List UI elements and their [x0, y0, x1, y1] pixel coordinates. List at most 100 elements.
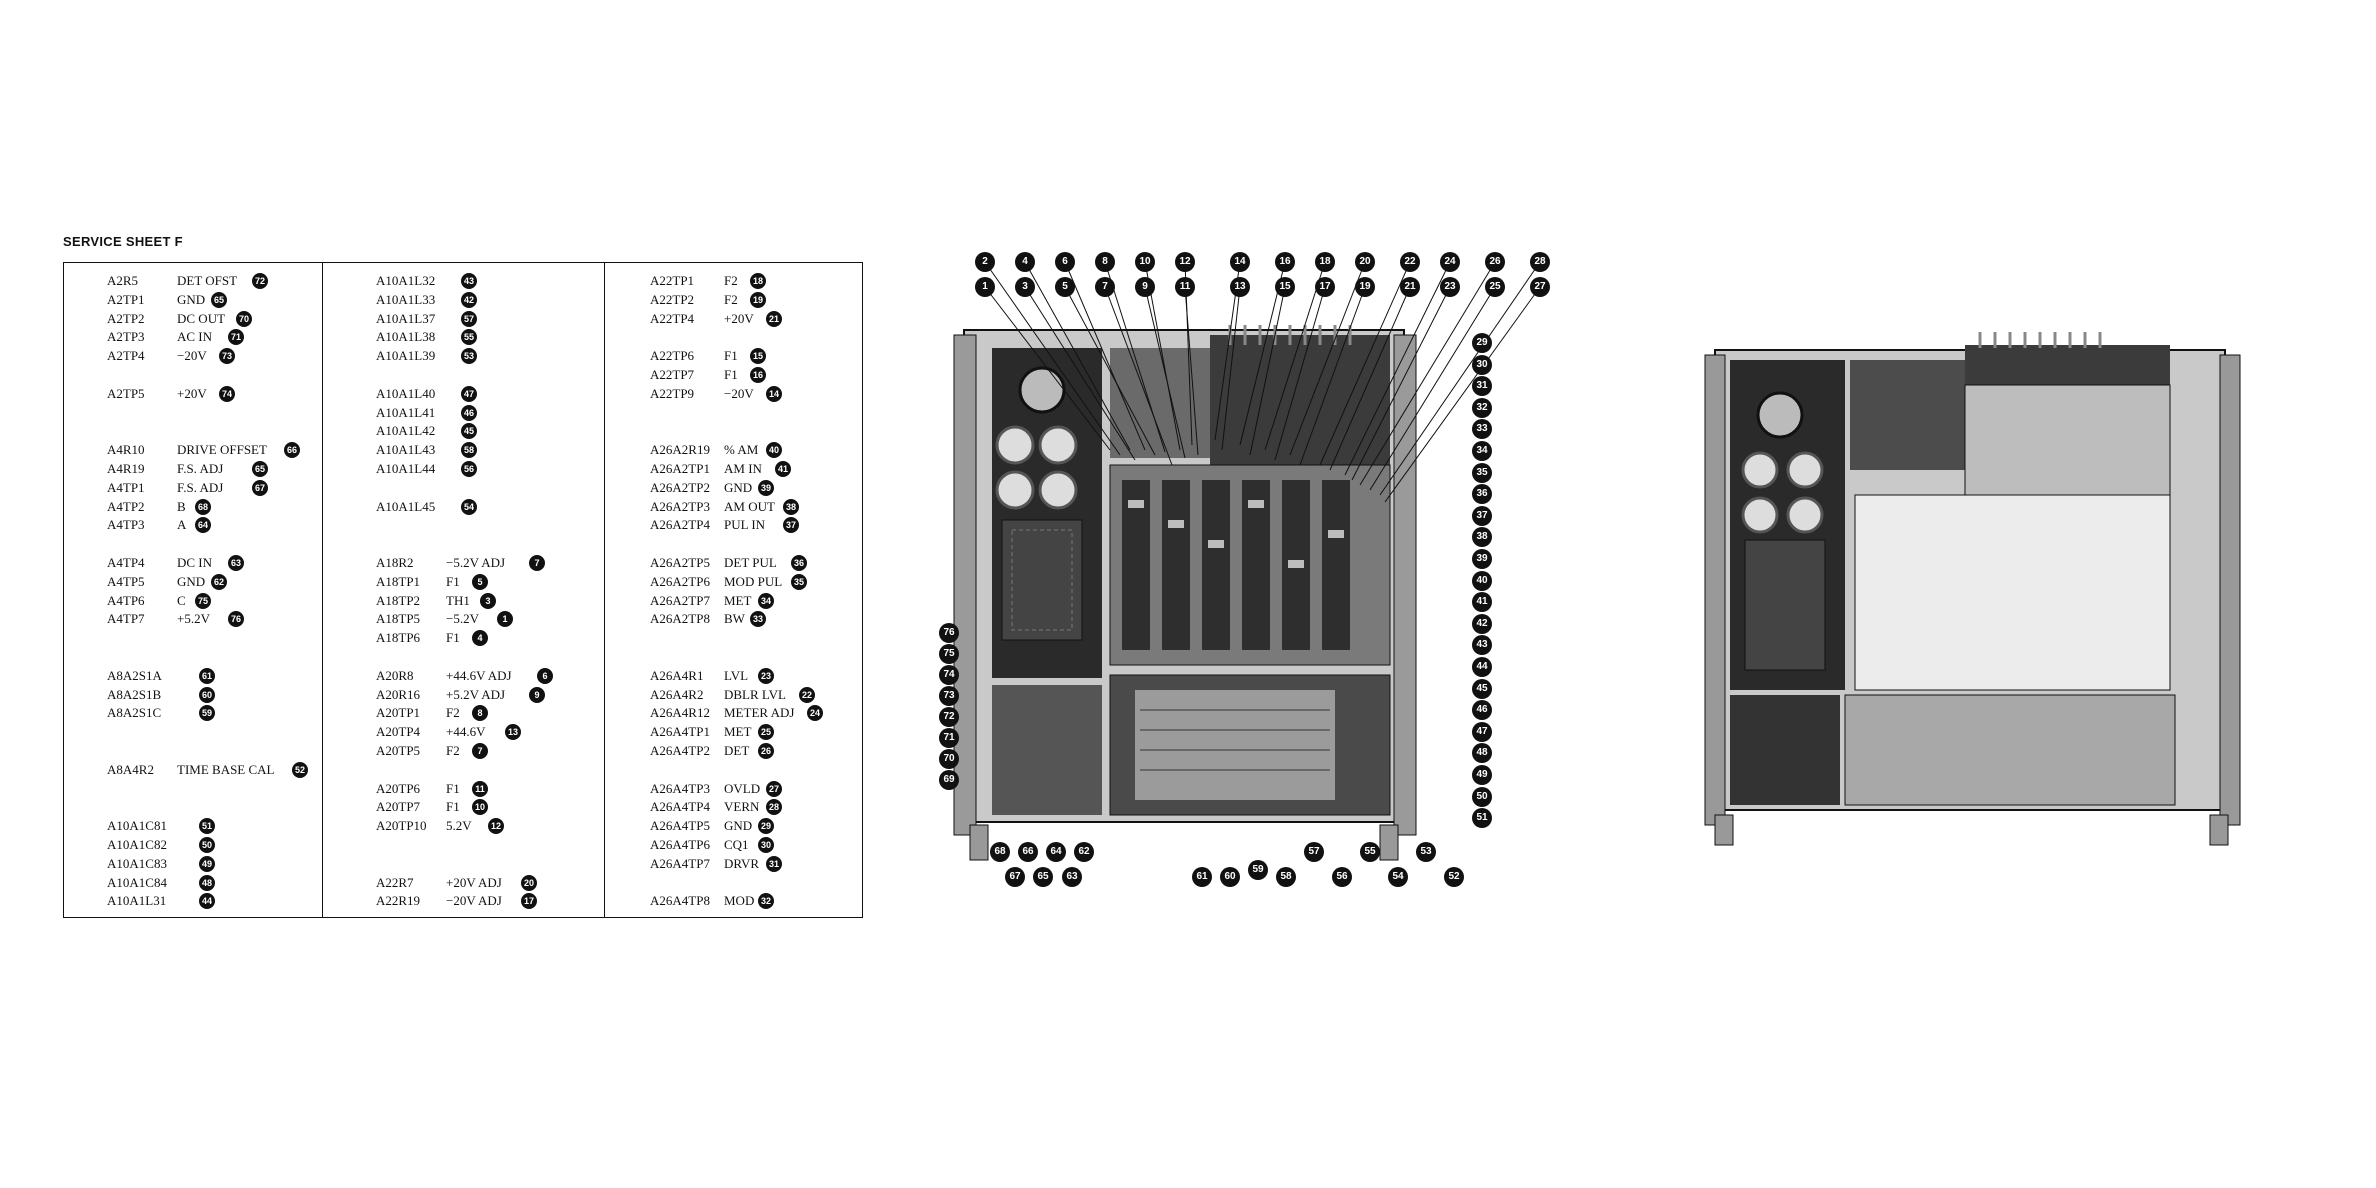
callout-number: 19 [1355, 277, 1375, 297]
callout-number: 39 [1472, 549, 1492, 569]
location-number-badge: 67 [252, 479, 268, 496]
component-ref: A10A1L42 [376, 423, 436, 439]
callout-number: 40 [1472, 570, 1492, 591]
function-label: +5.2V [177, 611, 210, 627]
callout-number: 64 [1046, 842, 1066, 862]
location-number-badge: 42 [461, 291, 477, 308]
callout-number: 75 [939, 644, 959, 664]
function-label: GND [177, 291, 206, 307]
location-number-badge: 14 [766, 385, 782, 402]
component-ref: A26A2TP4 [650, 517, 710, 533]
location-number-badge: 12 [488, 818, 504, 835]
callout-number: 18 [1315, 252, 1335, 272]
location-number-badge: 35 [791, 573, 807, 590]
location-number-badge: 53 [461, 348, 477, 365]
component-ref: A4TP3 [107, 517, 145, 533]
callout-number: 59 [1248, 860, 1268, 880]
callout-number: 73 [939, 686, 959, 706]
location-number-badge: 45 [461, 423, 477, 440]
function-label: F1 [724, 348, 738, 364]
callout-number: 69 [939, 770, 959, 790]
component-ref: A26A4TP3 [650, 780, 710, 796]
function-label: AC IN [177, 329, 213, 345]
location-number-badge: 7 [529, 555, 545, 571]
component-ref: A18TP2 [376, 592, 421, 608]
function-label: −5.2V ADJ [446, 555, 506, 570]
location-number-badge: 49 [199, 855, 215, 872]
location-number-badge: 50 [199, 837, 215, 853]
location-number-badge: 31 [766, 855, 782, 872]
callout-number: 17 [1315, 277, 1335, 297]
callout-number: 4 [1015, 252, 1035, 272]
location-number-badge: 76 [228, 611, 244, 628]
component-ref: A26A2TP6 [650, 573, 710, 589]
function-label: +44.6V ADJ [446, 667, 512, 683]
function-label: +20V [724, 310, 754, 326]
function-label: F2 [724, 291, 738, 307]
location-number-badge: 47 [461, 385, 477, 402]
callout-number: 13 [1230, 277, 1250, 297]
callout-number: 72 [939, 707, 959, 727]
component-ref: A4TP2 [107, 498, 145, 514]
callout-number: 22 [1400, 252, 1420, 272]
function-label: F.S. ADJ [177, 461, 224, 476]
location-number-badge: 52 [292, 761, 308, 778]
location-number-badge: 40 [766, 442, 782, 459]
component-ref: A4TP1 [107, 479, 145, 495]
component-ref: A2R5 [107, 273, 139, 288]
callout-number: 11 [1175, 277, 1195, 297]
component-ref: A20TP7 [376, 799, 421, 815]
function-label: DET OFST [177, 273, 238, 288]
component-ref: A2TP2 [107, 310, 145, 326]
callout-number: 29 [1472, 333, 1492, 353]
location-number-badge: 60 [199, 686, 215, 703]
component-ref: A26A4R12 [650, 705, 710, 721]
component-ref: A26A2TP7 [650, 592, 710, 608]
location-number-badge: 66 [284, 442, 300, 459]
function-label: +44.6V [446, 724, 486, 740]
callout-number: 46 [1472, 700, 1492, 721]
component-ref: A26A4TP5 [650, 818, 710, 834]
component-ref: A26A4R2 [650, 686, 704, 702]
callout-number: 58 [1276, 867, 1296, 887]
callout-number: 12 [1175, 252, 1195, 272]
function-label: +20V ADJ [446, 874, 502, 890]
location-number-badge: 61 [199, 667, 215, 684]
column-divider [322, 263, 323, 917]
location-number-badge: 28 [766, 799, 782, 816]
location-number-badge: 62 [211, 573, 227, 590]
component-ref: A10A1L39 [376, 348, 436, 364]
location-number-badge: 25 [758, 724, 774, 741]
component-ref: A2TP1 [107, 291, 145, 307]
location-number-badge: 41 [775, 461, 791, 477]
callout-number: 10 [1135, 252, 1155, 272]
component-ref: A26A4R1 [650, 667, 704, 683]
callout-number: 23 [1440, 277, 1460, 297]
callout-number: 57 [1304, 842, 1324, 862]
component-ref: A26A4TP8 [650, 893, 710, 909]
location-number-badge: 51 [199, 818, 215, 835]
function-label: −5.2V [446, 611, 479, 627]
function-label: GND [724, 479, 753, 495]
callout-number: 60 [1220, 867, 1240, 887]
component-ref: A26A2TP5 [650, 555, 710, 570]
component-ref: A2TP3 [107, 329, 145, 345]
location-number-badge: 74 [219, 385, 235, 402]
location-number-badge: 38 [783, 498, 799, 515]
component-ref: A8A2S1B [107, 686, 162, 702]
component-ref: A26A2TP2 [650, 479, 710, 495]
